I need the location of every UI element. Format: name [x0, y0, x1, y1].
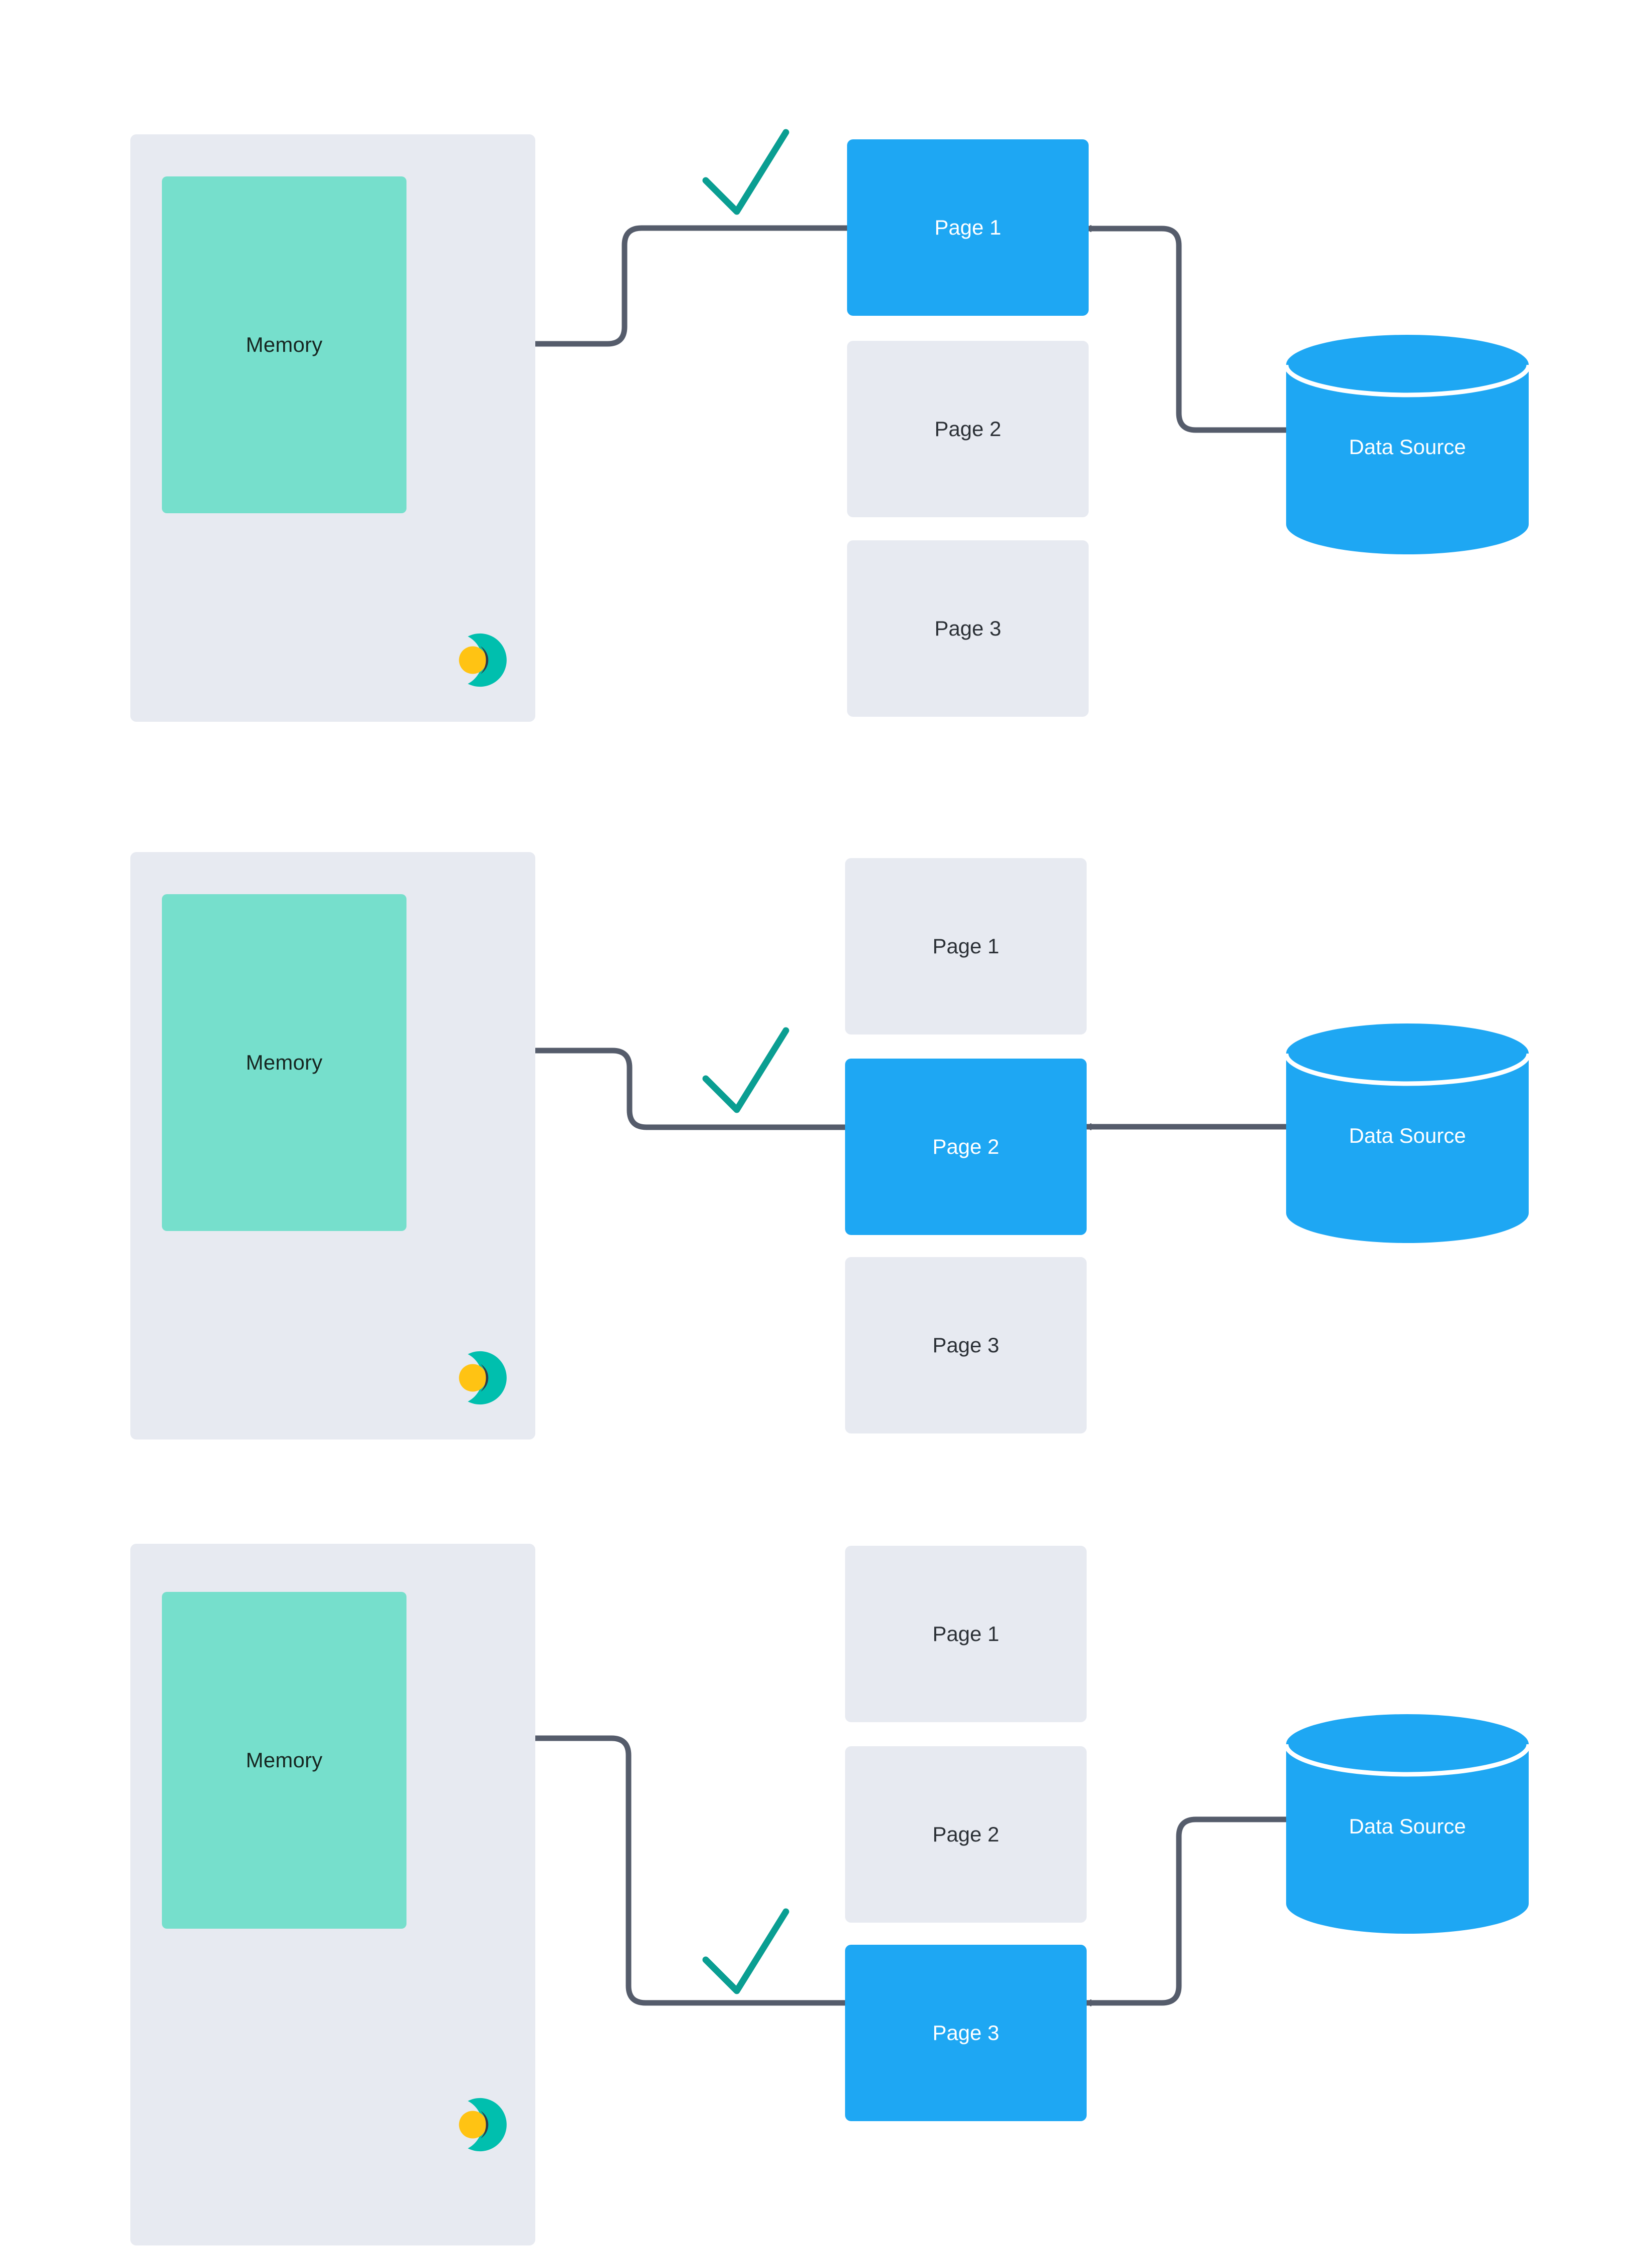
page-label-s2-1: Page 2: [932, 1135, 999, 1158]
memory-label-s3: Memory: [246, 1748, 323, 1772]
data-source-label-s1: Data Source: [1349, 435, 1466, 459]
arrow-datasource-to-page1-s1: [1084, 229, 1289, 433]
page-box-s2-0[interactable]: Page 1: [845, 858, 1087, 1035]
check-icon-s2: [702, 1027, 789, 1113]
data-source-label-s3: Data Source: [1349, 1814, 1466, 1838]
arrow-datasource-to-page3-s3: [1084, 1816, 1289, 2003]
data-source-label-s2: Data Source: [1349, 1124, 1466, 1147]
check-icon-s3: [702, 1908, 789, 1994]
page-label-s1-1: Page 2: [934, 417, 1001, 441]
memory-block-s2[interactable]: Memory: [162, 894, 406, 1231]
data-source-cylinder-s2[interactable]: Data Source: [1283, 1023, 1532, 1243]
data-source-cylinder-s3[interactable]: Data Source: [1283, 1714, 1532, 1934]
page-box-s2-2[interactable]: Page 3: [845, 1257, 1087, 1433]
page-label-s1-0: Page 1: [934, 216, 1001, 239]
check-icon-s1: [702, 129, 789, 215]
page-label-s1-2: Page 3: [934, 616, 1001, 640]
brand-logo-icon-s2: [459, 1351, 507, 1405]
brand-logo-icon-s1: [459, 633, 507, 687]
memory-label-s1: Memory: [246, 333, 323, 356]
page-box-s3-2[interactable]: Page 3: [845, 1945, 1087, 2121]
memory-block-s3[interactable]: Memory: [162, 1592, 406, 1929]
page-box-s1-0[interactable]: Page 1: [847, 139, 1089, 316]
memory-label-s2: Memory: [246, 1051, 323, 1074]
page-box-s3-1[interactable]: Page 2: [845, 1746, 1087, 1923]
data-source-cylinder-s1[interactable]: Data Source: [1283, 335, 1532, 554]
page-box-s2-1[interactable]: Page 2: [845, 1059, 1087, 1235]
page-box-s3-0[interactable]: Page 1: [845, 1546, 1087, 1722]
page-label-s3-2: Page 3: [932, 2021, 999, 2044]
page-label-s2-2: Page 3: [932, 1333, 999, 1357]
page-label-s3-0: Page 1: [932, 1622, 999, 1646]
page-box-s1-1[interactable]: Page 2: [847, 341, 1089, 517]
memory-block-s1[interactable]: Memory: [162, 176, 406, 513]
brand-logo-icon-s3: [459, 2098, 507, 2152]
page-label-s2-0: Page 1: [932, 934, 999, 958]
page-box-s1-2[interactable]: Page 3: [847, 540, 1089, 717]
page-label-s3-1: Page 2: [932, 1822, 999, 1846]
